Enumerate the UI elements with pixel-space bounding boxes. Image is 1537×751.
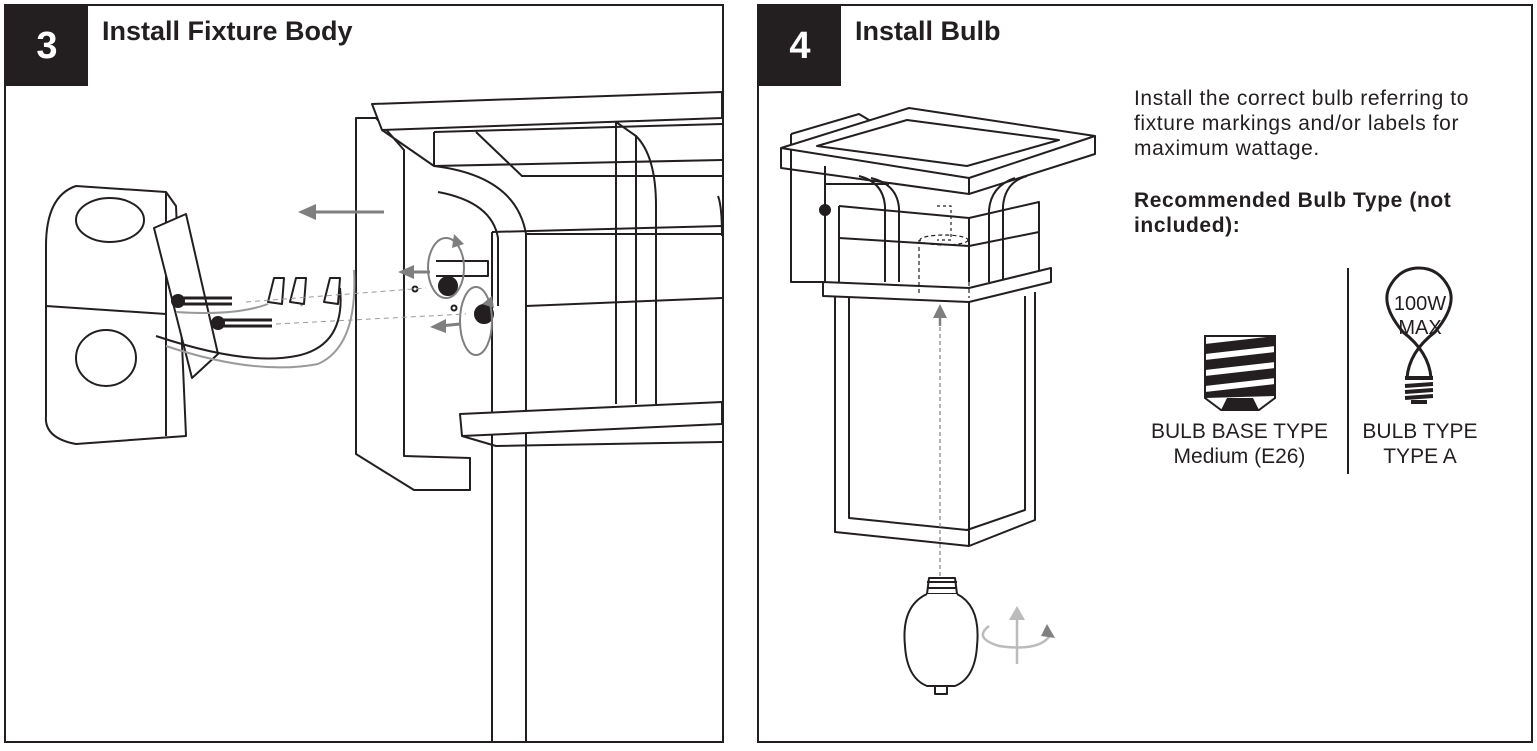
bulb-base-type-value: Medium (E26) xyxy=(1173,445,1306,468)
bulb-type-caption: BULB TYPE TYPE A xyxy=(1351,419,1489,469)
type-a-bulb-icon xyxy=(1385,266,1453,404)
e26-base-icon xyxy=(1204,335,1276,411)
bulb-base-type-label: BULB BASE TYPE xyxy=(1150,420,1329,443)
vertical-divider xyxy=(1347,268,1349,474)
bulb-type-label: BULB TYPE xyxy=(1362,420,1478,443)
max-wattage-suffix: MAX xyxy=(1398,317,1442,339)
bulb-base-type-caption: BULB BASE TYPE Medium (E26) xyxy=(1137,419,1342,469)
step-3-panel: 3 Install Fixture Body xyxy=(4,4,724,743)
step-4-panel: 4 Install Bulb xyxy=(757,4,1533,743)
bulb-installation-diagram xyxy=(780,107,1453,695)
step-4-title: Install Bulb xyxy=(855,16,1001,46)
max-wattage-label: 100W MAX xyxy=(1381,292,1459,340)
fixture-body-installation-diagram xyxy=(44,91,722,741)
bulb-type-value: TYPE A xyxy=(1383,445,1457,468)
max-wattage-value: 100W xyxy=(1393,293,1447,315)
bulb-instruction-text: Install the correct bulb referring to fi… xyxy=(1134,87,1470,160)
step-3-number-badge: 3 xyxy=(6,6,88,86)
recommended-bulb-heading: Recommended Bulb Type (not included): xyxy=(1134,189,1452,237)
step-4-number-badge: 4 xyxy=(759,6,841,86)
step-3-title: Install Fixture Body xyxy=(102,16,353,46)
